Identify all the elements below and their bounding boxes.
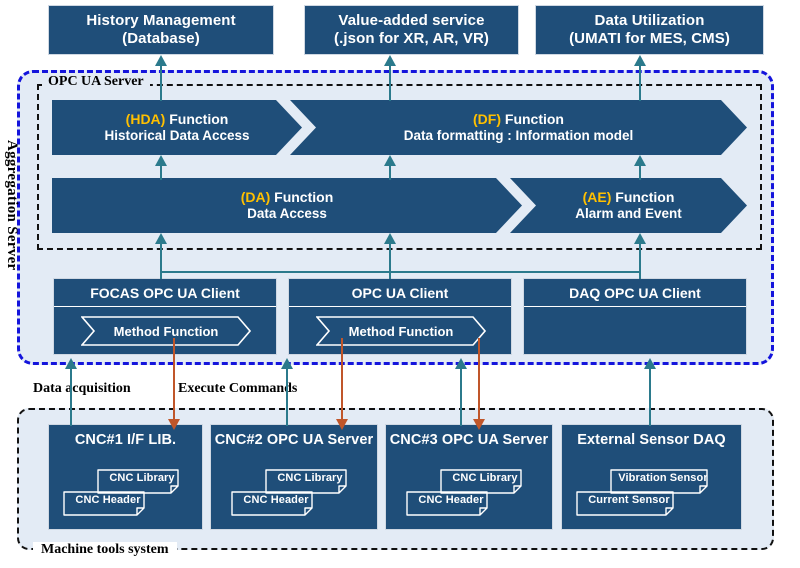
- machine-node-title: External Sensor DAQ: [577, 432, 726, 448]
- arrow-up-to-history-management: [152, 55, 170, 101]
- function-code-line: (HDA) Function: [126, 111, 229, 128]
- arrow-up-daq-client-to-server: [631, 233, 649, 279]
- arrow-up-to-data-utilization: [631, 55, 649, 101]
- consumer-title-line1: Data Utilization: [594, 12, 705, 30]
- arrow-up-data-acquisition-sensor-daq: [641, 358, 659, 426]
- client-card-daq-opc-ua-client[interactable]: DAQ OPC UA Client: [523, 278, 747, 355]
- function-description: Alarm and Event: [575, 205, 682, 221]
- function-description: Data Access: [247, 205, 327, 221]
- file-shape-label: Vibration Sensor: [618, 471, 708, 484]
- opc-ua-server-label: OPC UA Server: [42, 74, 150, 90]
- file-shape-label: CNC Header: [75, 493, 141, 506]
- consumer-box-history-management[interactable]: History Management (Database): [48, 5, 274, 55]
- method-function-label: Method Function: [113, 323, 219, 339]
- client-body: Method Function: [289, 307, 511, 354]
- arrow-up-focas-client-to-server: [152, 233, 170, 279]
- arrow-up-opc-client-to-server: [381, 233, 399, 279]
- file-shape-label: Current Sensor: [588, 493, 670, 506]
- arrow-up-to-value-added-service: [381, 55, 399, 101]
- function-description: Data formatting : Information model: [403, 127, 634, 143]
- function-suffix: Function: [501, 110, 564, 127]
- arrow-up-data-acquisition-cnc2: [278, 358, 296, 426]
- function-suffix: Function: [165, 110, 229, 127]
- client-card-opc-ua-client[interactable]: OPC UA Client Method Function: [288, 278, 512, 355]
- function-code-line: (DF) Function: [473, 111, 564, 128]
- arrow-up-row2-to-row1-middle: [381, 155, 399, 180]
- method-function-chevron[interactable]: Method Function: [316, 316, 486, 346]
- file-shape-cnc-header: CNC Header: [63, 491, 153, 516]
- consumer-title-line2: (UMATI for MES, CMS): [569, 30, 730, 47]
- client-body: Method Function: [54, 307, 276, 354]
- file-shape-cnc-header: CNC Header: [406, 491, 496, 516]
- function-description: Historical Data Access: [104, 127, 250, 143]
- file-shape-current-sensor: Current Sensor: [576, 491, 682, 516]
- machine-node-title: CNC#2 OPC UA Server: [214, 432, 374, 448]
- arrow-up-row2-to-row1-left: [152, 155, 170, 180]
- machine-node-title: CNC#3 OPC UA Server: [389, 432, 549, 448]
- machine-node-cnc3[interactable]: CNC#3 OPC UA Server CNC Library CNC Head…: [385, 424, 553, 530]
- file-shape-cnc-library: CNC Library: [97, 469, 187, 494]
- function-chevron-da[interactable]: (DA) Function Data Access: [52, 178, 522, 233]
- flow-label-execute-commands: Execute Commands: [178, 381, 298, 396]
- consumer-box-value-added-service[interactable]: Value-added service (.json for XR, AR, V…: [304, 5, 519, 55]
- consumer-title-line2: (.json for XR, AR, VR): [334, 30, 489, 47]
- function-code: (DA): [240, 188, 271, 205]
- consumer-title-line1: Value-added service: [338, 12, 485, 30]
- arrow-up-data-acquisition-cnc3: [452, 358, 470, 426]
- consumer-title-line2: (Database): [122, 30, 200, 47]
- client-title: DAQ OPC UA Client: [524, 279, 746, 307]
- client-title: OPC UA Client: [289, 279, 511, 307]
- client-title: FOCAS OPC UA Client: [54, 279, 276, 307]
- function-chevron-ae[interactable]: (AE) Function Alarm and Event: [510, 178, 747, 233]
- arrow-up-row2-to-row1-right: [631, 155, 649, 180]
- flow-label-data-acquisition: Data acquisition: [33, 381, 131, 396]
- client-connector-bar: [161, 271, 640, 273]
- aggregation-server-label: Aggregation Server: [4, 140, 20, 271]
- machine-tools-system-label: Machine tools system: [33, 542, 177, 558]
- file-shape-label: CNC Library: [452, 471, 518, 484]
- client-body: [524, 307, 746, 354]
- function-code-line: (AE) Function: [583, 189, 675, 206]
- file-shape-label: CNC Library: [109, 471, 175, 484]
- consumer-title-line1: History Management: [86, 12, 236, 30]
- arrow-down-execute-commands-cnc3: [470, 338, 488, 430]
- machine-node-external-sensor-daq[interactable]: External Sensor DAQ Vibration Sensor Cur…: [561, 424, 742, 530]
- file-shape-cnc-library: CNC Library: [440, 469, 530, 494]
- file-shape-label: CNC Header: [418, 493, 484, 506]
- file-shape-cnc-library: CNC Library: [265, 469, 355, 494]
- function-suffix: Function: [611, 188, 675, 205]
- function-code-line: (DA) Function: [241, 189, 334, 206]
- function-code: (DF): [473, 110, 501, 127]
- arrow-down-execute-commands-cnc2: [333, 338, 351, 430]
- file-shape-label: CNC Library: [277, 471, 343, 484]
- file-shape-label: CNC Header: [243, 493, 309, 506]
- method-function-chevron[interactable]: Method Function: [81, 316, 251, 346]
- function-chevron-df[interactable]: (DF) Function Data formatting : Informat…: [290, 100, 747, 155]
- machine-node-cnc2[interactable]: CNC#2 OPC UA Server CNC Library CNC Head…: [210, 424, 378, 530]
- consumer-box-data-utilization[interactable]: Data Utilization (UMATI for MES, CMS): [535, 5, 764, 55]
- arrow-down-execute-commands-cnc1: [165, 338, 183, 430]
- function-code: (AE): [582, 188, 612, 205]
- file-shape-vibration-sensor: Vibration Sensor: [610, 469, 716, 494]
- file-shape-cnc-header: CNC Header: [231, 491, 321, 516]
- client-card-focas-opc-ua-client[interactable]: FOCAS OPC UA Client Method Function: [53, 278, 277, 355]
- method-function-label: Method Function: [348, 323, 454, 339]
- arrow-up-data-acquisition-cnc1: [62, 358, 80, 426]
- function-suffix: Function: [270, 188, 334, 205]
- function-chevron-hda[interactable]: (HDA) Function Historical Data Access: [52, 100, 302, 155]
- machine-node-cnc1[interactable]: CNC#1 I/F LIB. CNC Library CNC Header: [48, 424, 203, 530]
- opc-ua-server-region: [37, 84, 762, 250]
- machine-node-title: CNC#1 I/F LIB.: [74, 432, 177, 448]
- function-code: (HDA): [125, 110, 166, 127]
